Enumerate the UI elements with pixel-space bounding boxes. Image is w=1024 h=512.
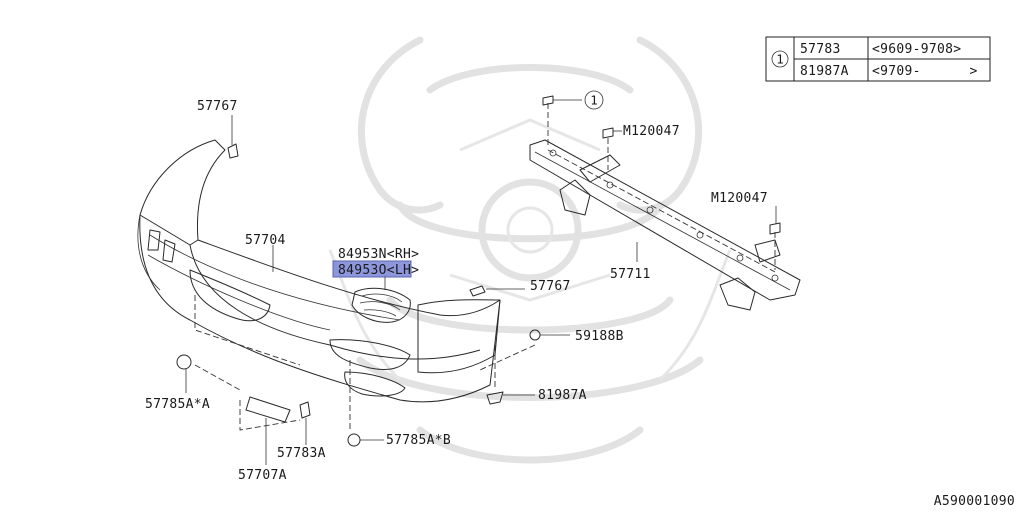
reinforcement-beam [529,139,801,311]
label-bolt-lower: M120047 [711,191,768,206]
legend-row-2-range: <9709- > [872,64,978,79]
label-side-clip: 57767 [530,279,571,294]
fastener-ref1 [542,95,554,106]
clip-57767-top [227,143,239,159]
legend-row-1-range: <9609-9708> [872,42,961,57]
label-clip-81987a: 81987A [538,388,587,403]
legend-table: 1 57783 <9609-9708> 81987A <9709- > [765,36,991,82]
nut-b [347,433,361,447]
clip-81987a [486,391,504,405]
diagram-id: A590001090 [934,494,1015,509]
plate-57707a [245,396,291,423]
watermark-emblem [328,36,732,464]
bumper-face [137,139,501,403]
label-grille-lh: 84953O<LH> [338,263,419,278]
highlight-box [332,260,412,278]
ref-circle-label: 1 [590,93,598,108]
legend-key-circle [771,50,789,68]
label-nut-a: 57785A*A [145,397,210,412]
bolt-upper [602,127,614,139]
legend-row-1-part: 57783 [800,42,841,57]
legend-row-2-part: 81987A [800,64,849,79]
label-nut-b: 57785A*B [386,433,451,448]
assembly-lines [194,103,776,431]
grille-insert [351,287,411,323]
clip-57767-side [469,285,486,297]
ref-circle [584,90,604,110]
leader-lines [185,99,777,465]
callout-labels: 57767 57704 84953N<RH> 84953O<LH> 57767 … [145,99,768,483]
bracket-57783a [299,401,311,419]
bolt-lower [769,222,781,235]
legend-key: 1 [776,52,784,67]
label-grille-rh: 84953N<RH> [338,247,419,262]
label-fastener-59188b: 59188B [575,329,624,344]
label-bolt-upper: M120047 [623,124,680,139]
label-plate-57707a: 57707A [238,468,287,483]
label-top-clip: 57767 [197,99,238,114]
label-bracket-57783a: 57783A [277,446,326,461]
label-bumper-face: 57704 [245,233,286,248]
label-reinforcement: 57711 [610,267,651,282]
nut-a [176,354,192,370]
fasteners [176,95,781,447]
